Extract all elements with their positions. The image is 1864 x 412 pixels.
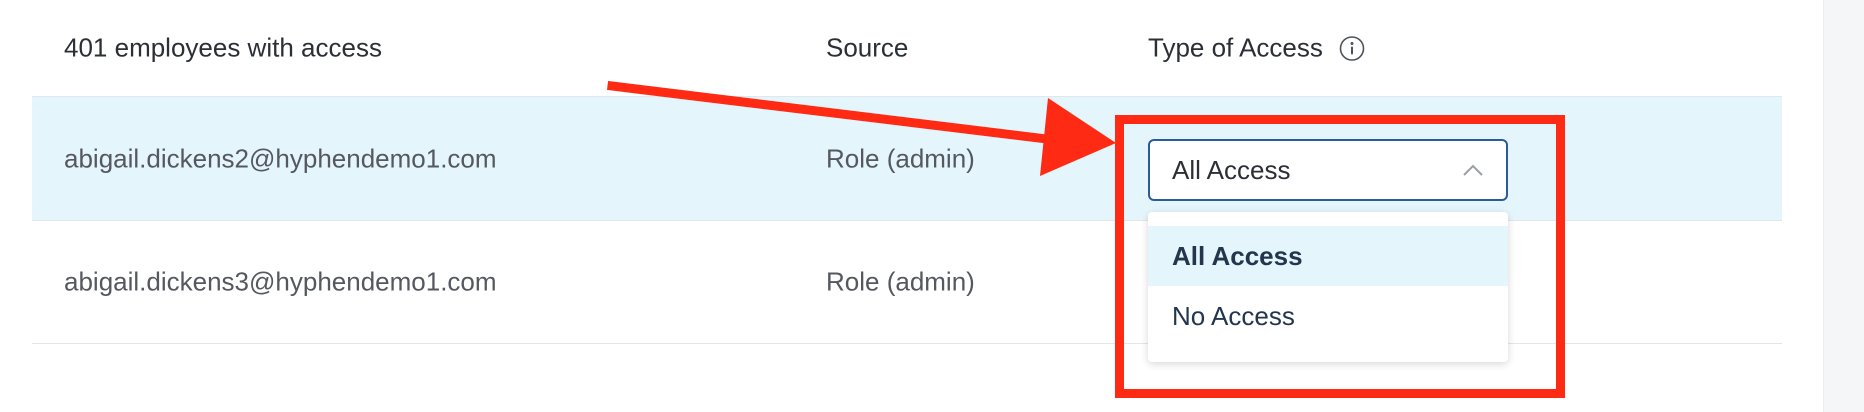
- table-row[interactable]: abigail.dickens3@hyphendemo1.com Role (a…: [32, 221, 1782, 344]
- type-of-access-label: Type of Access: [1148, 32, 1323, 63]
- access-options-dropdown: All Access No Access: [1148, 212, 1508, 362]
- option-all-access[interactable]: All Access: [1148, 226, 1508, 286]
- info-icon[interactable]: [1339, 35, 1365, 61]
- source-header: Source: [826, 32, 909, 63]
- type-of-access-select[interactable]: All Access: [1148, 139, 1508, 201]
- table-header: 401 employees with access Source Type of…: [32, 0, 1782, 97]
- option-no-access[interactable]: No Access: [1172, 300, 1295, 331]
- row-email: abigail.dickens3@hyphendemo1.com: [64, 266, 497, 297]
- row-email: abigail.dickens2@hyphendemo1.com: [64, 143, 497, 173]
- row-source: Role (admin): [826, 266, 975, 297]
- chevron-up-icon[interactable]: [1462, 163, 1484, 177]
- annotation-highlight-box: [1115, 115, 1565, 398]
- type-of-access-header: Type of Access: [1148, 33, 1365, 64]
- row-source: Role (admin): [826, 143, 975, 173]
- select-value: All Access: [1172, 154, 1291, 185]
- employees-count-header: 401 employees with access: [64, 32, 382, 63]
- annotation-arrow: [606, 80, 1116, 176]
- scrollbar[interactable]: [1823, 0, 1864, 412]
